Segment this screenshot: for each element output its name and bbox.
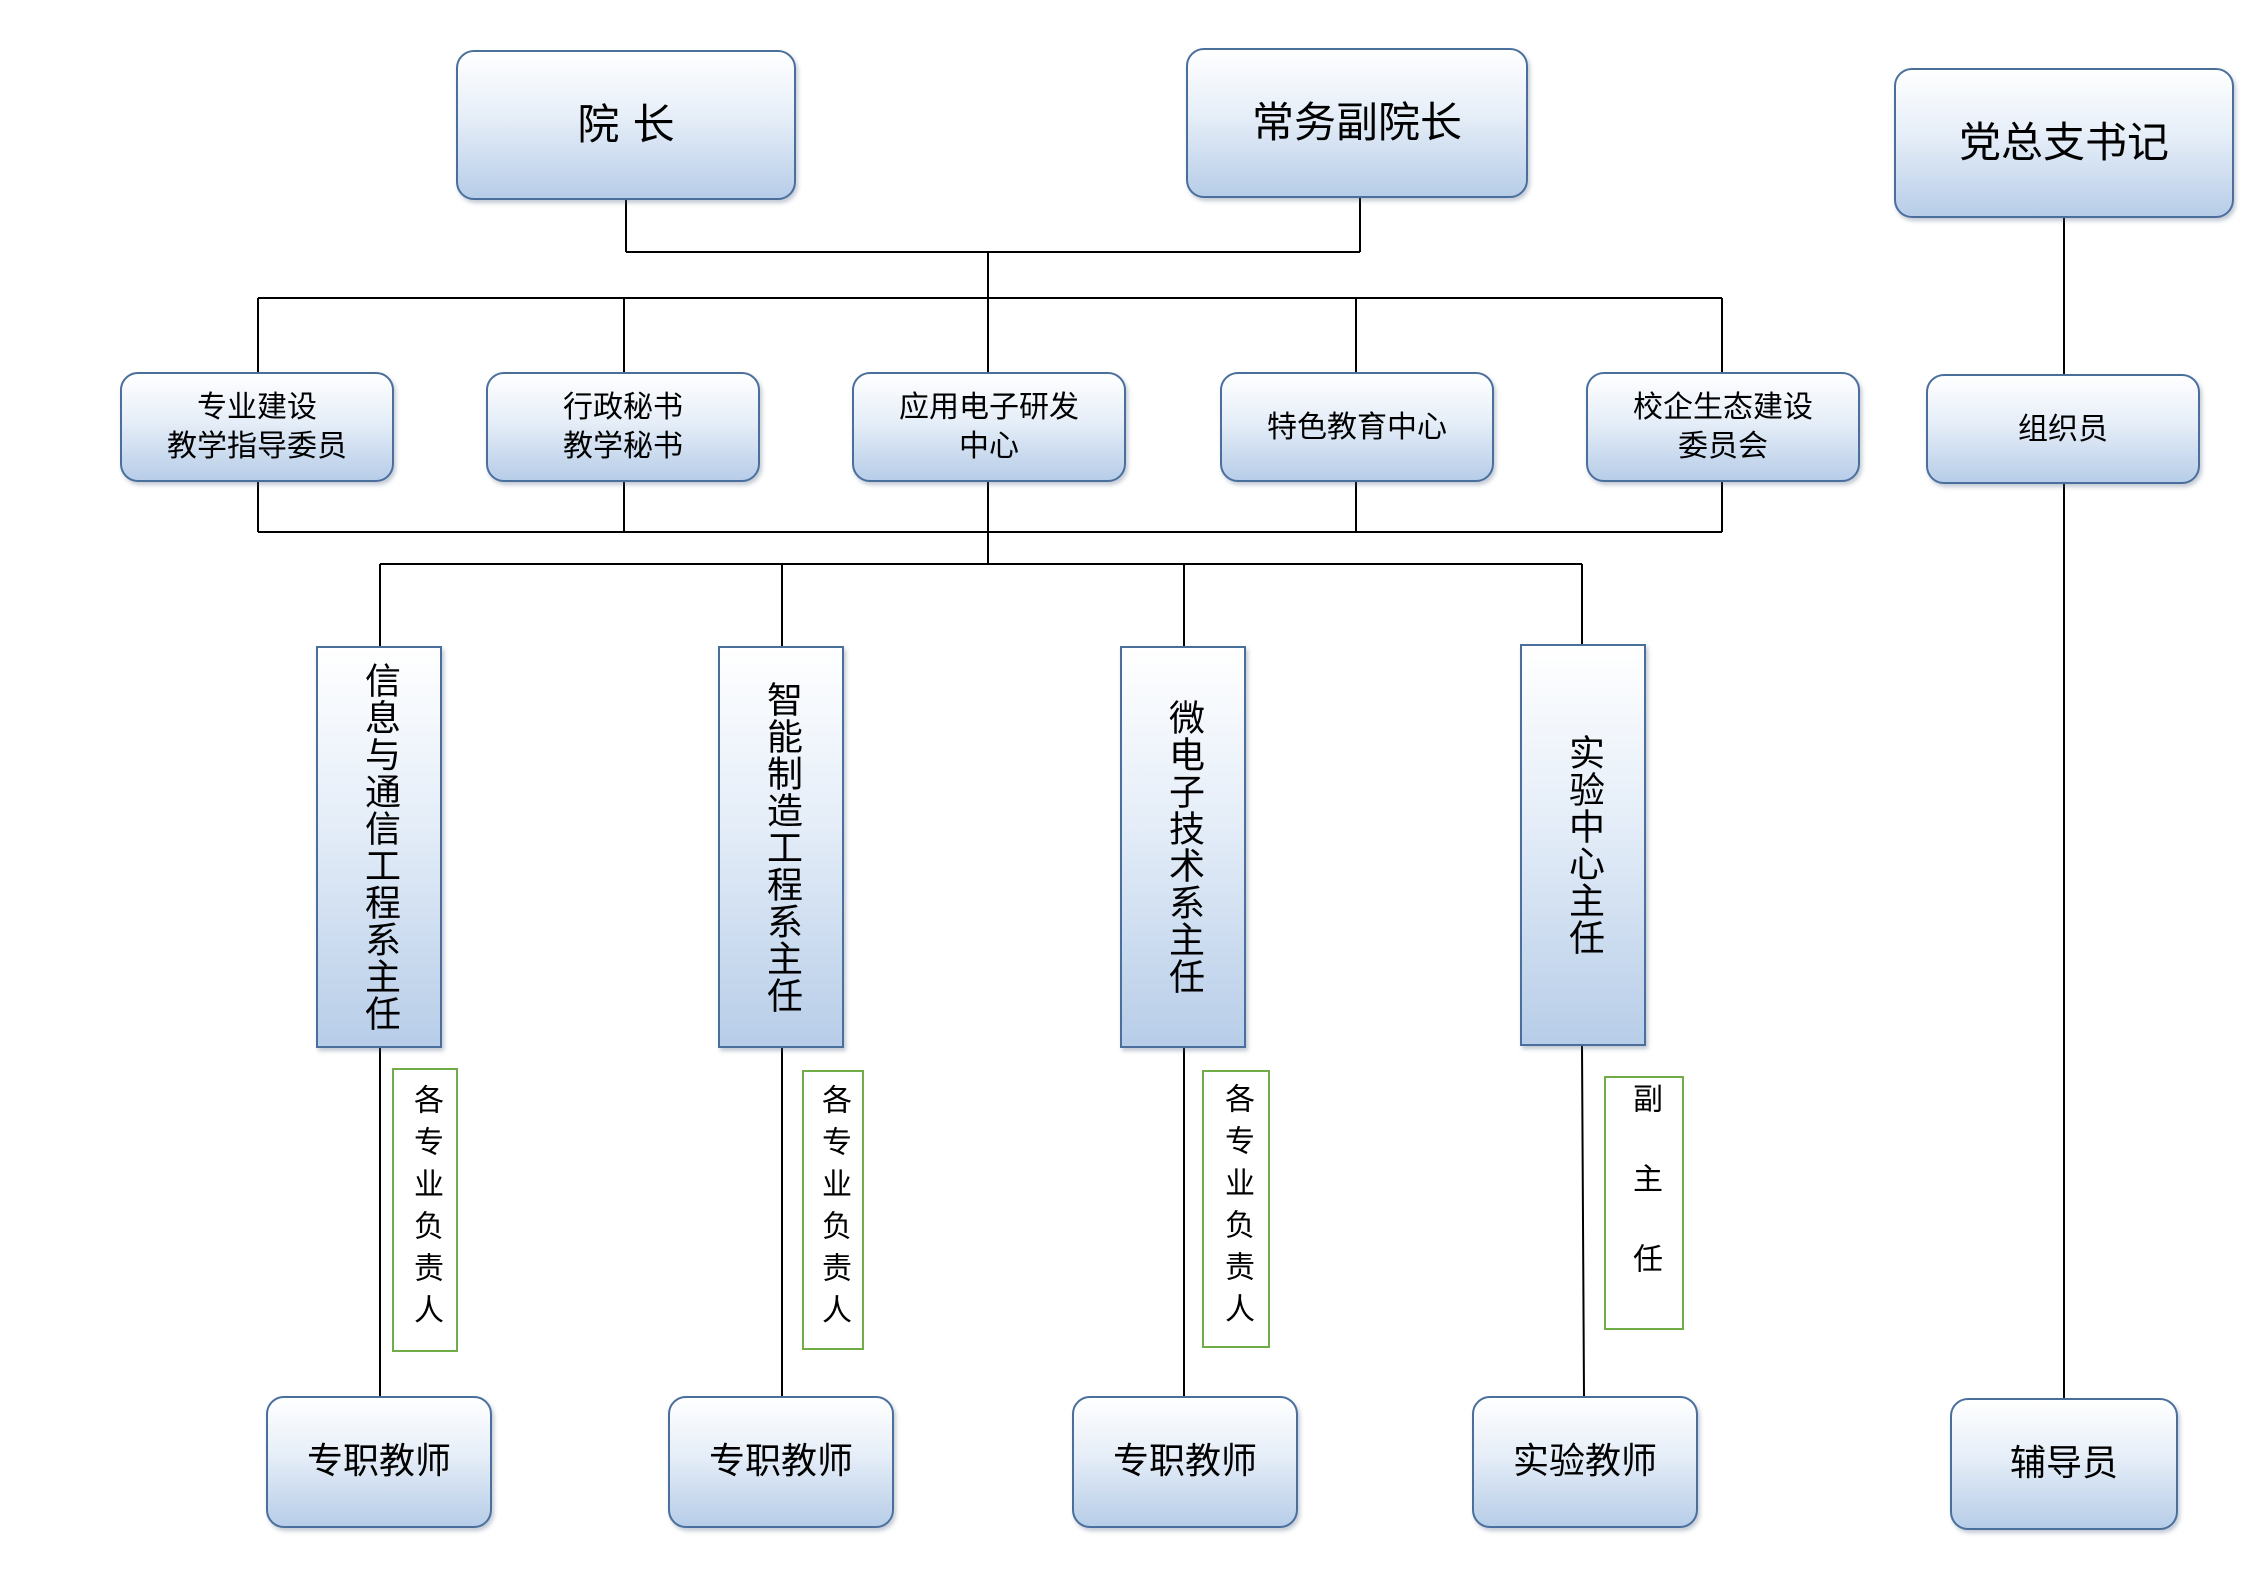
organizer-box[interactable]: 组织员: [1926, 374, 2200, 484]
intelligent-mfg-director-box[interactable]: 智能制造工程系主任: [718, 646, 844, 1048]
microelectronics-director-box[interactable]: 微电子技术系主任: [1120, 646, 1246, 1048]
organizer-label: 组织员: [2018, 411, 2108, 447]
info-comm-director-box[interactable]: 信息与通信工程系主任: [316, 646, 442, 1048]
rd-center-label: 应用电子研发 中心: [899, 390, 1079, 464]
executive-vice-dean-box[interactable]: 常务副院长: [1186, 48, 1528, 198]
dean-box[interactable]: 院 长: [456, 50, 796, 200]
intelligent-mfg-program-leads-label: 各专业负责人: [816, 1084, 851, 1336]
lab-deputy-director-note: 副主任: [1604, 1076, 1684, 1330]
teaching-committee-box[interactable]: 专业建设 教学指导委员: [120, 372, 394, 482]
info-comm-teachers-label: 专职教师: [306, 1440, 451, 1482]
lab-teachers-box[interactable]: 实验教师: [1472, 1396, 1698, 1528]
lab-center-director-box[interactable]: 实验中心主任: [1520, 644, 1646, 1046]
industry-committee-label: 校企生态建设 委员会: [1633, 390, 1813, 464]
party-secretary-label: 党总支书记: [1958, 117, 2169, 167]
industry-committee-box[interactable]: 校企生态建设 委员会: [1586, 372, 1860, 482]
counselor-box[interactable]: 辅导员: [1950, 1398, 2178, 1530]
info-comm-program-leads-note: 各专业负责人: [392, 1068, 458, 1352]
intelligent-mfg-teachers-label: 专职教师: [708, 1440, 853, 1482]
info-comm-director-label: 信息与通信工程系主任: [359, 662, 400, 1032]
microelectronics-director-label: 微电子技术系主任: [1163, 699, 1204, 995]
lab-teachers-label: 实验教师: [1512, 1440, 1657, 1482]
party-secretary-box[interactable]: 党总支书记: [1894, 68, 2234, 218]
secretaries-label: 行政秘书 教学秘书: [563, 390, 683, 464]
info-comm-teachers-box[interactable]: 专职教师: [266, 1396, 492, 1528]
microelectronics-teachers-box[interactable]: 专职教师: [1072, 1396, 1298, 1528]
executive-vice-dean-label: 常务副院长: [1251, 97, 1462, 147]
microelectronics-program-leads-note: 各专业负责人: [1202, 1070, 1270, 1348]
rd-center-box[interactable]: 应用电子研发 中心: [852, 372, 1126, 482]
intelligent-mfg-director-label: 智能制造工程系主任: [761, 680, 802, 1014]
special-education-label: 特色教育中心: [1267, 409, 1447, 445]
lab-deputy-director-label: 副主任: [1627, 1083, 1662, 1323]
secretaries-box[interactable]: 行政秘书 教学秘书: [486, 372, 760, 482]
lab-center-director-label: 实验中心主任: [1563, 734, 1604, 956]
info-comm-program-leads-label: 各专业负责人: [408, 1084, 443, 1336]
counselor-label: 辅导员: [2009, 1442, 2118, 1484]
intelligent-mfg-program-leads-note: 各专业负责人: [802, 1070, 864, 1350]
microelectronics-teachers-label: 专职教师: [1112, 1440, 1257, 1482]
teaching-committee-label: 专业建设 教学指导委员: [167, 390, 347, 464]
dean-label: 院 长: [577, 99, 675, 149]
special-education-box[interactable]: 特色教育中心: [1220, 372, 1494, 482]
intelligent-mfg-teachers-box[interactable]: 专职教师: [668, 1396, 894, 1528]
microelectronics-program-leads-label: 各专业负责人: [1219, 1083, 1254, 1335]
